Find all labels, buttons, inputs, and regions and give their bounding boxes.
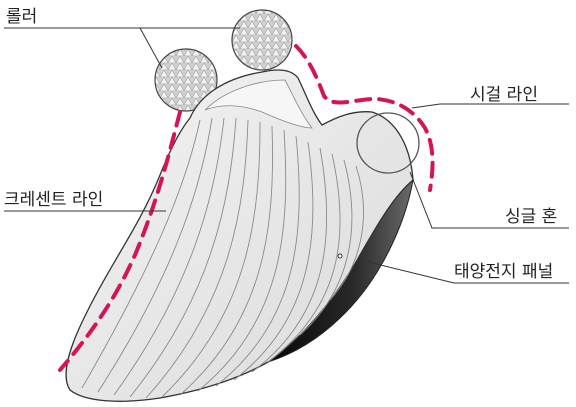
label-crescent-line: 크레센트 라인 <box>4 190 103 210</box>
solar-panel-marker <box>338 254 342 258</box>
device-body <box>66 70 413 401</box>
label-sigyeol-line: 시걸 라인 <box>470 85 538 105</box>
label-solar-panel: 태양전지 패널 <box>454 262 553 282</box>
label-roller: 롤러 <box>6 7 37 27</box>
label-single-horn: 싱글 혼 <box>505 207 557 227</box>
roller-back <box>232 10 292 70</box>
